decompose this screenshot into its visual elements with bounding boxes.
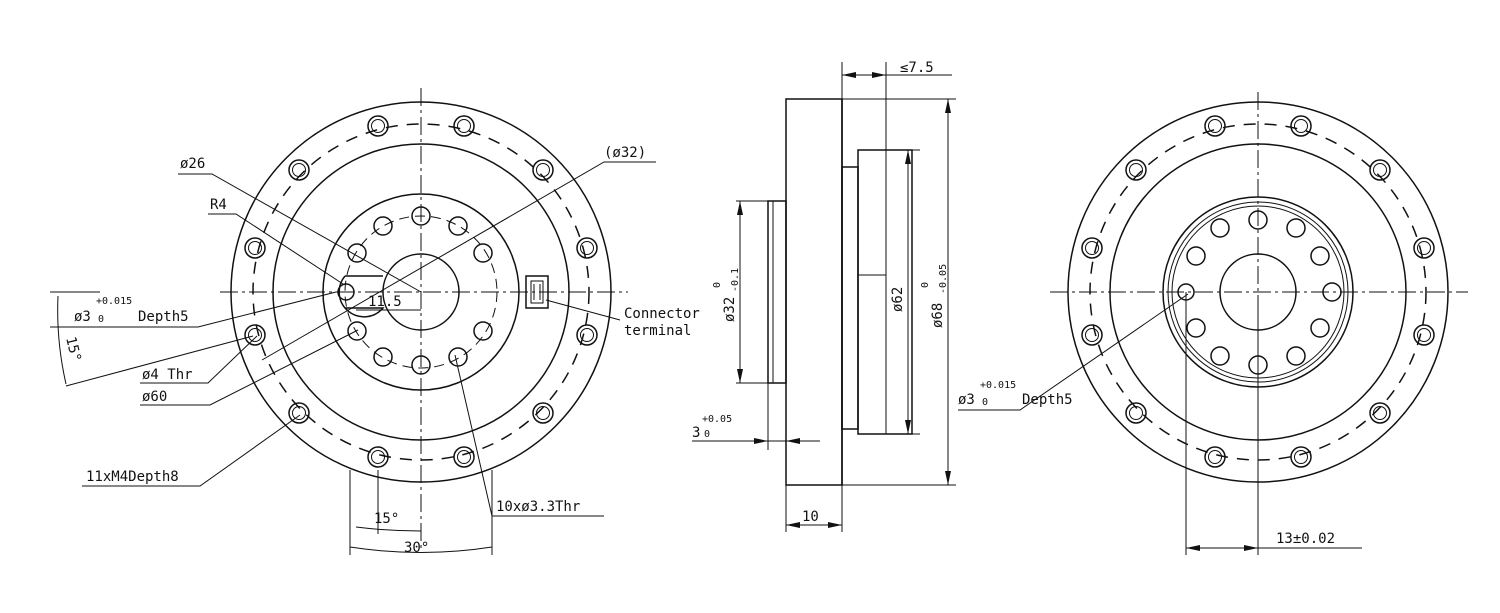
label-depth5-right: Depth5: [1022, 392, 1073, 408]
label-d32-side: ø32: [722, 297, 738, 322]
label-le-7-5: ≤7.5: [900, 60, 934, 76]
label-d68-tol-upper: 0: [920, 282, 931, 288]
label-holes-33: 10xø3.3Thr: [496, 499, 580, 515]
label-angle15-bottom: 15°: [374, 511, 399, 527]
label-bore-left: ø3: [74, 309, 91, 325]
label-bore-right-tol-upper: +0.015: [980, 380, 1016, 391]
inner-holes-left: [337, 206, 493, 375]
label-m4-thr: ø4 Thr: [142, 367, 193, 383]
label-angle15-side: 15°: [62, 335, 84, 363]
side-arrows: [737, 72, 951, 528]
label-angle30: 30°: [404, 540, 429, 556]
left-leaders: [50, 161, 656, 555]
label-bore-right: ø3: [958, 392, 975, 408]
label-d62: ø62: [890, 287, 906, 312]
label-depth5-left: Depth5: [138, 309, 189, 325]
label-dim-11-5: 11.5: [368, 294, 402, 310]
label-d32-tol-upper: 0: [712, 282, 723, 288]
outer-holes-left: [244, 115, 598, 468]
label-dim-3: 3: [692, 425, 700, 441]
label-d32: (ø32): [604, 145, 646, 161]
side-view: [692, 62, 956, 532]
label-dim-3-tol-lower: 0: [704, 429, 710, 440]
label-r4: R4: [210, 197, 227, 213]
label-dim-10: 10: [802, 509, 819, 525]
outer-holes-right: [1081, 115, 1435, 468]
label-bore-left-tol-upper: +0.015: [96, 296, 132, 307]
dimension-labels: ø26 R4 (ø32) ø3 +0.015 0 Depth5 15° ø4 T…: [62, 60, 1335, 556]
label-dim-3-tol-upper: +0.05: [702, 414, 732, 425]
connector-terminal: [525, 275, 549, 309]
label-d68-tol-lower: -0.05: [938, 264, 949, 294]
label-connector-1: Connector: [624, 306, 700, 322]
label-d26: ø26: [180, 156, 205, 172]
label-bore-right-tol-lower: 0: [982, 397, 988, 408]
label-d68: ø68: [930, 303, 946, 328]
label-d60: ø60: [142, 389, 167, 405]
label-dim-13: 13±0.02: [1276, 531, 1335, 547]
label-d32-tol-lower: -0.1: [730, 268, 741, 292]
inner-holes-right: [1177, 210, 1342, 375]
label-bore-left-tol-lower: 0: [98, 314, 104, 325]
label-m4-holes: 11xM4Depth8: [86, 469, 179, 485]
left-front-view: [50, 88, 656, 555]
label-connector-2: terminal: [624, 323, 691, 339]
right-rear-view: [958, 92, 1468, 555]
